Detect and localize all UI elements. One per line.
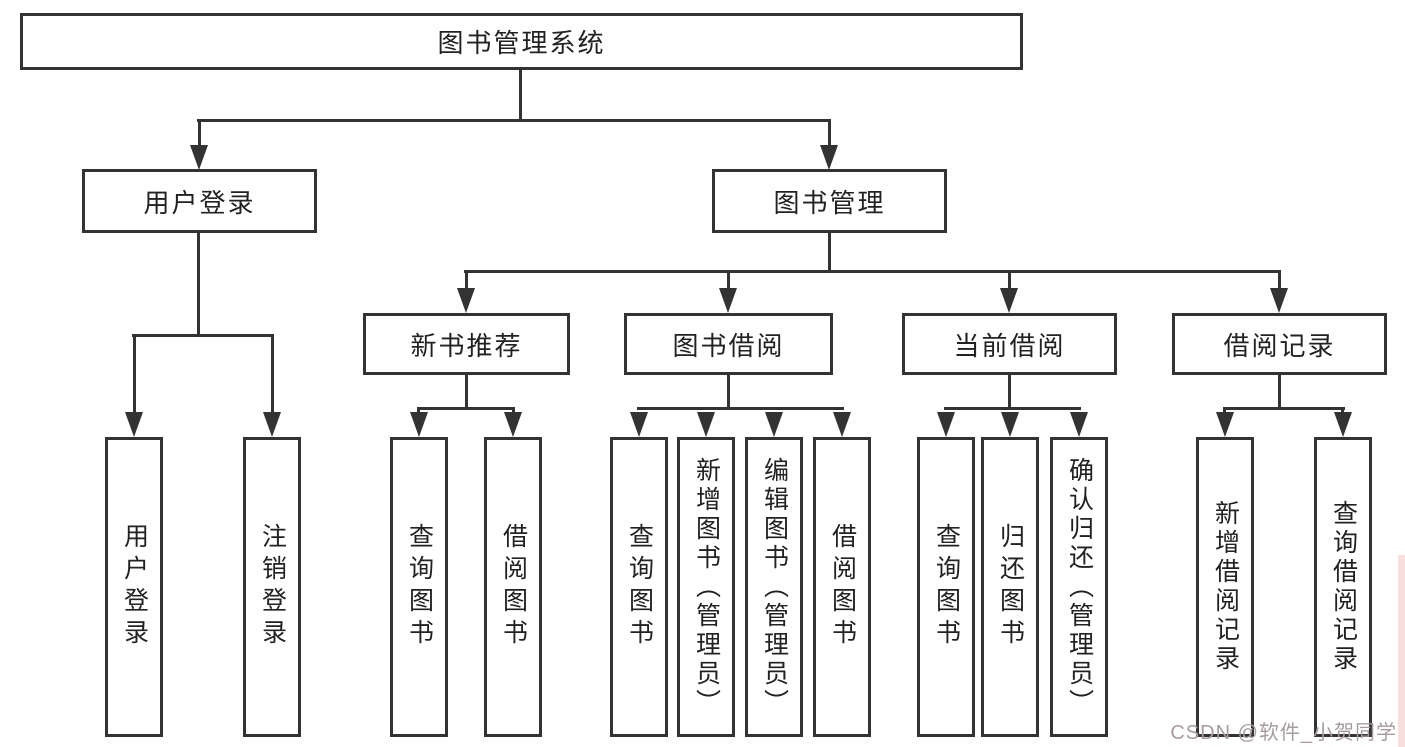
arrow-down-icon <box>1334 412 1352 437</box>
connector-line <box>464 270 1281 273</box>
connector-line <box>133 334 136 416</box>
node-library-system: 图书管理系统 <box>20 13 1023 70</box>
leaf-edit-books-admin: 编辑图书（管理员） <box>745 437 803 737</box>
arrow-down-icon <box>457 288 475 313</box>
arrow-down-icon <box>937 412 955 437</box>
leaf-user-login: 用户登录 <box>105 437 163 737</box>
leaf-query-books-newbook: 查询图书 <box>390 437 448 737</box>
node-borrow-records: 借阅记录 <box>1172 313 1387 375</box>
arrow-down-icon <box>1070 412 1088 437</box>
connector-line <box>727 270 730 291</box>
connector-line <box>1341 407 1344 416</box>
leaf-logout: 注销登录 <box>243 437 301 737</box>
connector-line <box>1008 270 1011 291</box>
arrow-down-icon <box>820 145 838 170</box>
connector-line <box>1278 375 1281 410</box>
connector-line <box>197 119 831 122</box>
connector-line <box>1223 407 1345 410</box>
node-label: 图书管理系统 <box>437 28 606 58</box>
connector-line <box>828 233 831 273</box>
leaf-borrow-books-borrow: 借阅图书 <box>813 437 871 737</box>
arrow-down-icon <box>1216 412 1234 437</box>
node-label: 图书管理 <box>773 187 886 218</box>
node-new-book-recommend: 新书推荐 <box>363 313 570 375</box>
node-label: 当前借阅 <box>953 330 1066 361</box>
connector-line <box>465 270 468 291</box>
arrow-down-icon <box>697 412 715 437</box>
node-label: 新书推荐 <box>410 330 523 361</box>
connector-line <box>1008 375 1011 410</box>
arrow-down-icon <box>410 412 428 437</box>
connector-line <box>197 233 200 337</box>
node-label: 借阅记录 <box>1223 330 1336 361</box>
connector-line <box>637 407 844 410</box>
node-book-borrow: 图书借阅 <box>624 313 833 375</box>
node-book-management: 图书管理 <box>712 169 947 233</box>
pink-edge-strip <box>1398 555 1405 747</box>
leaf-add-borrow-record: 新增借阅记录 <box>1196 437 1254 737</box>
connector-line <box>417 407 420 416</box>
csdn-watermark: CSDN @软件_小贺同学 <box>1170 722 1397 744</box>
leaf-add-books-admin: 新增图书（管理员） <box>677 437 735 737</box>
arrow-down-icon <box>630 412 648 437</box>
connector-line <box>271 334 274 416</box>
node-current-borrow: 当前借阅 <box>902 313 1117 375</box>
leaf-query-borrow-record: 查询借阅记录 <box>1314 437 1372 737</box>
arrow-down-icon <box>719 288 737 313</box>
leaf-borrow-books-newbook: 借阅图书 <box>484 437 542 737</box>
connector-line <box>944 407 1081 410</box>
connector-line <box>198 122 201 148</box>
leaf-confirm-return-admin: 确认归还（管理员） <box>1050 437 1108 737</box>
leaf-query-books-borrow: 查询图书 <box>610 437 668 737</box>
node-label: 图书借阅 <box>672 330 785 361</box>
arrow-down-icon <box>263 412 281 437</box>
arrow-down-icon <box>1000 288 1018 313</box>
node-label: 用户登录 <box>143 187 256 218</box>
connector-line <box>828 122 831 148</box>
node-user-login: 用户登录 <box>82 169 317 233</box>
connector-line <box>132 334 274 337</box>
arrow-down-icon <box>1270 288 1288 313</box>
arrow-down-icon <box>190 145 208 170</box>
connector-line <box>417 407 515 410</box>
arrow-down-icon <box>504 412 522 437</box>
leaf-return-books: 归还图书 <box>981 437 1039 737</box>
arrow-down-icon <box>125 412 143 437</box>
connector-line <box>1278 270 1281 291</box>
arrow-down-icon <box>765 412 783 437</box>
leaf-query-books-current: 查询图书 <box>917 437 975 737</box>
connector-line <box>519 70 522 122</box>
arrow-down-icon <box>1001 412 1019 437</box>
connector-line <box>465 375 468 410</box>
connector-line <box>512 407 515 416</box>
arrow-down-icon <box>833 412 851 437</box>
connector-line <box>1223 407 1226 416</box>
connector-line <box>727 375 730 410</box>
